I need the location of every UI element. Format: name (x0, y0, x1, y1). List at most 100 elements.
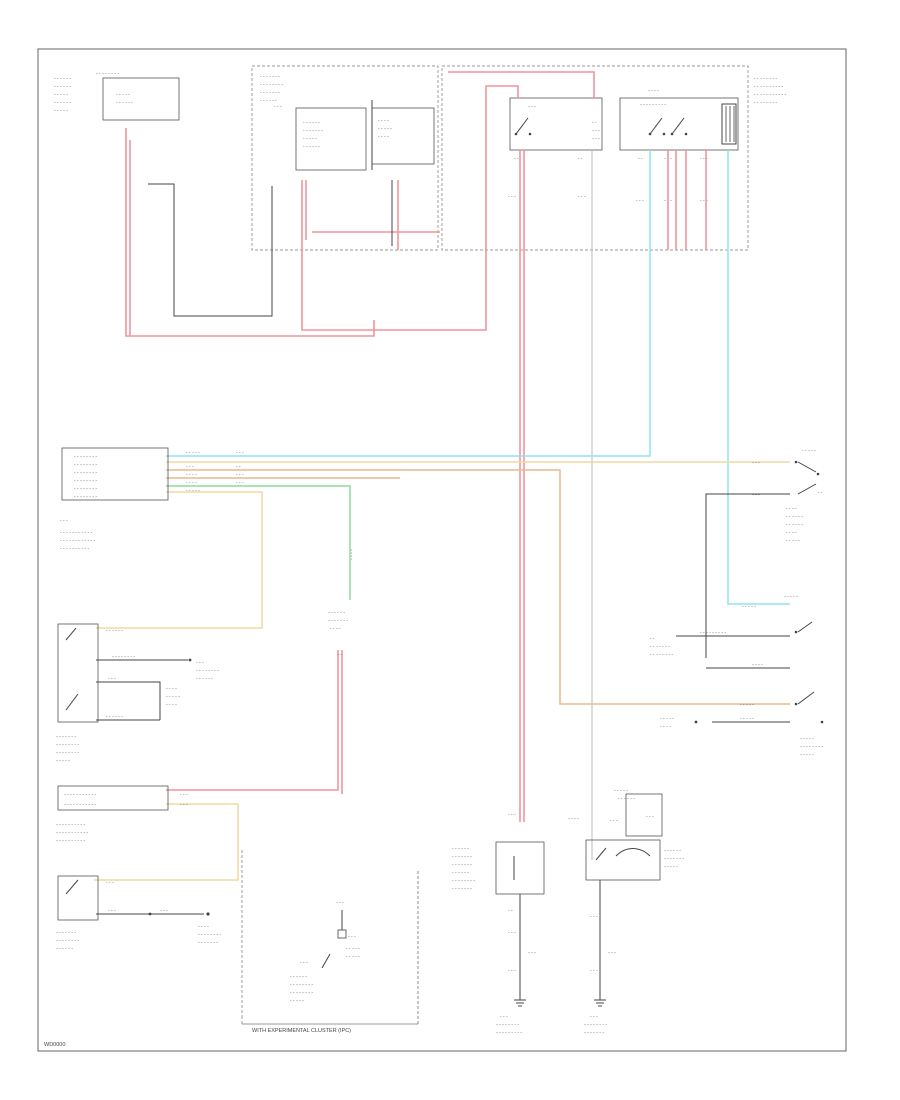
svg-text:- -: - - (236, 464, 241, 470)
svg-text:- - - -: - - - - (166, 702, 177, 708)
svg-text:- - -: - - - (752, 460, 760, 466)
right-switch-upper: - - - - - - - - - - - - - - - - - - - - … (705, 448, 823, 658)
svg-text:- - - - -: - - - - - (54, 92, 68, 98)
svg-text:- - -: - - - (608, 950, 616, 956)
svg-text:- - - - - -: - - - - - - (303, 144, 320, 150)
svg-text:- - - - - - - -: - - - - - - - - (74, 486, 97, 492)
svg-text:- - - - - - -: - - - - - - - (664, 856, 684, 862)
svg-text:- - - - - - - -: - - - - - - - - (650, 652, 673, 658)
svg-text:- - -: - - - (528, 104, 536, 110)
svg-text:- - - - -: - - - - - (614, 788, 628, 794)
svg-text:- - -: - - - (274, 104, 282, 110)
svg-text:- - -: - - - (508, 812, 516, 818)
svg-text:- - - - - - - -: - - - - - - - - (56, 938, 79, 944)
svg-text:- - - -: - - - - (378, 134, 389, 140)
svg-text:- - - - - - - -: - - - - - - - - (196, 668, 219, 674)
svg-text:- -: - - (818, 490, 823, 496)
svg-text:- - - -: - - - - (660, 724, 671, 730)
svg-text:- - -: - - - (196, 660, 204, 666)
svg-text:- - - - -: - - - - - (740, 716, 754, 722)
svg-text:- - - - - - - -: - - - - - - - - (56, 750, 79, 756)
svg-text:- - - - - -: - - - - - - (106, 714, 123, 720)
svg-text:- - -: - - - (236, 480, 244, 486)
svg-text:- - - - - - -: - - - - - - - (584, 1030, 604, 1036)
svg-text:- - -: - - - (180, 802, 188, 808)
svg-text:- - - - - - -: - - - - - - - (452, 862, 472, 868)
svg-text:- - - - - - - -: - - - - - - - - (96, 71, 119, 77)
svg-text:- -: - - (578, 156, 583, 162)
svg-text:- - - - - - - -: - - - - - - - - (800, 744, 823, 750)
svg-text:- - - - - - - -: - - - - - - - - (260, 82, 283, 88)
svg-text:- - - - - - - - - - -: - - - - - - - - - - - (64, 792, 97, 798)
black-wires-top (148, 100, 393, 317)
svg-text:- - - - - - -: - - - - - - - (328, 618, 348, 624)
svg-text:- - - - - -: - - - - - - (664, 848, 681, 854)
svg-text:- - - -: - - - - (186, 480, 197, 486)
svg-text:- - - - - -: - - - - - - (290, 974, 307, 980)
svg-text:- - -: - - - (508, 968, 516, 974)
svg-text:- - -: - - - (636, 198, 644, 204)
svg-text:- - - - - - - -: - - - - - - - - (74, 454, 97, 460)
svg-text:- - - - - - -: - - - - - - - (452, 886, 472, 892)
top-module-middle: - - - - - - - - - - - - - - - - - - - - … (251, 65, 439, 251)
svg-text:- - -: - - - (180, 792, 188, 798)
svg-text:- - - - -: - - - - - (800, 752, 814, 758)
svg-text:- - - - - - -: - - - - - - - (56, 930, 76, 936)
svg-text:- - -: - - - (578, 194, 586, 200)
svg-text:- - -: - - - (610, 818, 618, 824)
svg-text:- - - -: - - - - (568, 816, 579, 822)
svg-text:- - - - - - - - - -: - - - - - - - - - - (56, 838, 85, 844)
svg-text:- - - - - - - -: - - - - - - - - (74, 462, 97, 468)
svg-text:- - - - - - - - - - - -: - - - - - - - - - - - - (60, 538, 96, 544)
svg-text:- - - - - -: - - - - - - (328, 610, 345, 616)
svg-text:- - -: - - - (590, 968, 598, 974)
svg-text:- - - - - -: - - - - - - (452, 870, 469, 876)
svg-text:- - - -: - - - - (186, 472, 197, 478)
svg-text:- - - - - - - -: - - - - - - - - (112, 654, 135, 660)
svg-text:- - -: - - - (106, 880, 114, 886)
svg-text:- - -: - - - (646, 814, 654, 820)
top-relay-box: - - - - - - - - - - - - - - - - - - - - … (441, 65, 787, 251)
svg-text:- - - - -: - - - - - (116, 92, 130, 98)
svg-text:- - - - -: - - - - - (784, 594, 798, 600)
red-wires (125, 71, 707, 822)
svg-text:- - - -: - - - - (786, 530, 797, 536)
svg-text:- - -: - - - (160, 908, 168, 914)
instrument-cluster: - - - - - - - - - - - - - - - - - - - - … (241, 850, 419, 1034)
svg-text:- - - -: - - - - (349, 549, 355, 560)
svg-text:- - - - -: - - - - - (802, 448, 816, 454)
svg-text:- - -: - - - (508, 930, 516, 936)
svg-text:- - - - - -: - - - - - - (56, 946, 73, 952)
svg-text:- - -: - - - (108, 908, 116, 914)
svg-text:- - -: - - - (108, 676, 116, 682)
svg-text:- - -: - - - (348, 934, 356, 940)
svg-text:- - - - - - -: - - - - - - - (650, 644, 670, 650)
svg-text:- - - - - -: - - - - - - (54, 76, 71, 82)
svg-text:- - -: - - - (700, 156, 708, 162)
svg-text:- - - - - -: - - - - - - (54, 100, 71, 106)
svg-text:- - - - -: - - - - - (346, 954, 360, 960)
svg-text:- - - -: - - - - (198, 924, 209, 930)
svg-text:- - - - -: - - - - - (166, 694, 180, 700)
svg-text:- - -: - - - (186, 464, 194, 470)
svg-text:- - - -: - - - - (648, 88, 659, 94)
cyan-wires (166, 150, 790, 605)
svg-text:- - -: - - - (500, 1014, 508, 1020)
svg-text:- - - - -: - - - - - (786, 538, 800, 544)
svg-text:- - - - - -: - - - - - - (303, 120, 320, 126)
svg-text:- - - - - - - -: - - - - - - - - (290, 990, 313, 996)
svg-text:- - - - - -: - - - - - - (54, 84, 71, 90)
svg-text:- - -: - - - (592, 136, 600, 142)
svg-text:- - - - - - - -: - - - - - - - - (74, 470, 97, 476)
svg-text:- -: - - (338, 652, 343, 658)
svg-text:- - -: - - - (300, 960, 308, 966)
svg-text:- - -: - - - (752, 492, 760, 498)
svg-text:- - - -: - - - - (330, 626, 341, 632)
svg-text:- - -: - - - (336, 900, 344, 906)
svg-text:- - - - - - - - -: - - - - - - - - - (496, 1030, 522, 1036)
svg-text:- - - - -: - - - - - (186, 450, 200, 456)
bottom-relay-left: - - - - - - - - - - - - - - - - - - - - … (452, 812, 545, 1036)
svg-text:- - -: - - - (592, 128, 600, 134)
svg-text:- - -: - - - (508, 194, 516, 200)
body-control-module-connector: - - - - - - - - - - - - - - - - - - - - … (60, 447, 244, 552)
